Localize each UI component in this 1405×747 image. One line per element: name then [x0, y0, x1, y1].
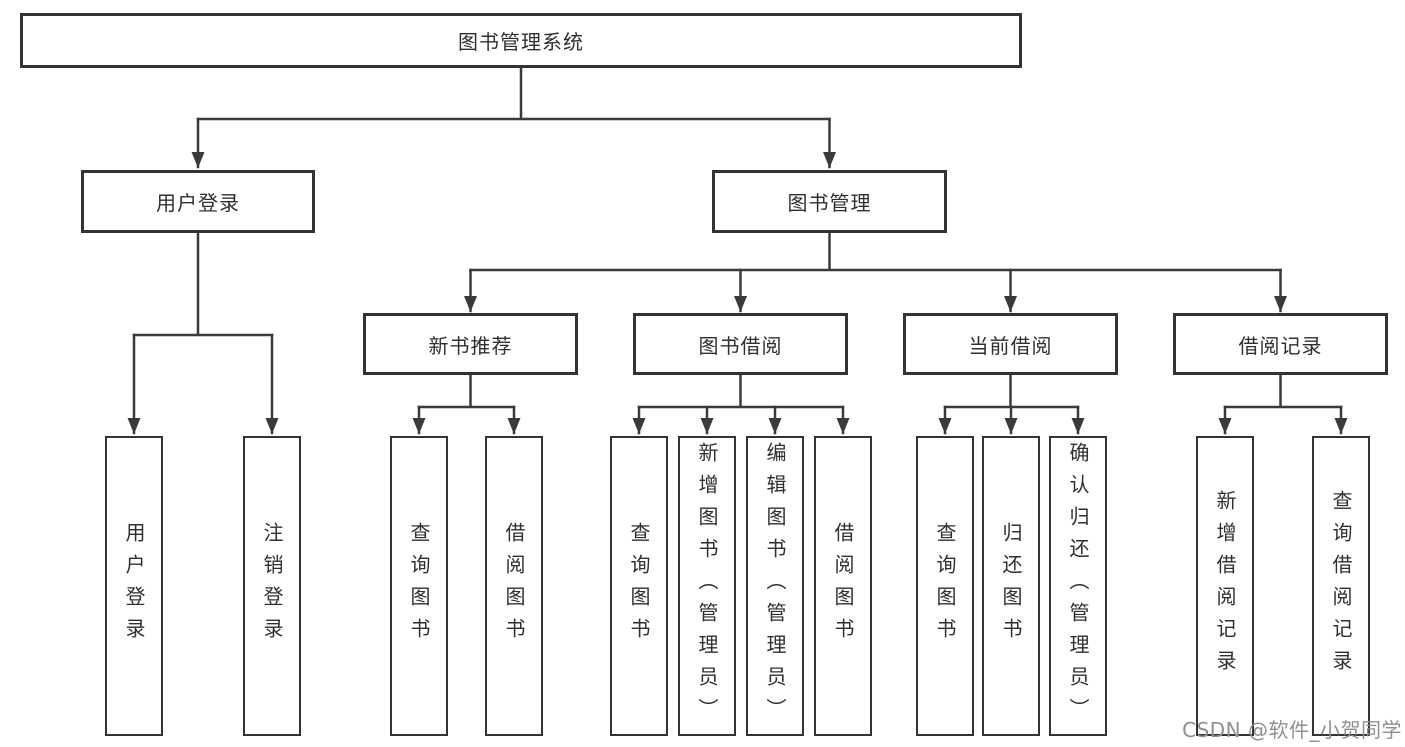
leaf-borrow-books-borrowing-label: 借阅图书 [831, 522, 855, 650]
leaf-edit-book-admin: 编辑图书（管理员） [746, 436, 804, 736]
node-user-login: 用户登录 [81, 170, 315, 233]
leaf-query-borrow-record-label: 查询借阅记录 [1329, 490, 1353, 682]
leaf-confirm-return-admin-label: 确认归还（管理员） [1066, 442, 1090, 730]
node-current-borrowing: 当前借阅 [903, 313, 1118, 375]
leaf-query-books-borrowing-label: 查询图书 [627, 522, 651, 650]
node-new-book-recommendation-label: 新书推荐 [428, 333, 513, 358]
node-book-management: 图书管理 [712, 170, 947, 233]
node-library-system: 图书管理系统 [20, 13, 1022, 68]
node-new-book-recommendation: 新书推荐 [363, 313, 578, 375]
node-library-system-label: 图书管理系统 [458, 30, 584, 54]
node-borrowing-records: 借阅记录 [1173, 313, 1388, 375]
leaf-user-login: 用户登录 [105, 436, 163, 736]
leaf-query-books-current-label: 查询图书 [933, 522, 957, 650]
leaf-confirm-return-admin: 确认归还（管理员） [1049, 436, 1107, 736]
leaf-add-book-admin-label: 新增图书（管理员） [695, 442, 719, 730]
leaf-borrow-books-recommendation-label: 借阅图书 [502, 522, 526, 650]
leaf-edit-book-admin-label: 编辑图书（管理员） [763, 442, 787, 730]
leaf-query-books-borrowing: 查询图书 [610, 436, 668, 736]
watermark: CSDN @软件_小贺同学 [1182, 718, 1402, 742]
node-book-borrowing: 图书借阅 [633, 313, 848, 375]
leaf-return-books: 归还图书 [982, 436, 1040, 736]
leaf-return-books-label: 归还图书 [999, 522, 1023, 650]
leaf-borrow-books-recommendation: 借阅图书 [485, 436, 543, 736]
leaf-user-login-label: 用户登录 [122, 522, 146, 650]
leaf-query-books-recommendation-label: 查询图书 [407, 522, 431, 650]
leaf-logout: 注销登录 [243, 436, 301, 736]
leaf-query-borrow-record: 查询借阅记录 [1312, 436, 1370, 736]
leaf-query-books-recommendation: 查询图书 [390, 436, 448, 736]
node-book-management-label: 图书管理 [787, 191, 872, 215]
leaf-add-borrow-record: 新增借阅记录 [1196, 436, 1254, 736]
leaf-query-books-current: 查询图书 [916, 436, 974, 736]
node-user-login-label: 用户登录 [156, 191, 240, 215]
leaf-add-book-admin: 新增图书（管理员） [678, 436, 736, 736]
leaf-borrow-books-borrowing: 借阅图书 [814, 436, 872, 736]
node-borrowing-records-label: 借阅记录 [1238, 333, 1323, 358]
node-book-borrowing-label: 图书借阅 [698, 333, 783, 358]
leaf-add-borrow-record-label: 新增借阅记录 [1213, 490, 1237, 682]
node-current-borrowing-label: 当前借阅 [968, 333, 1053, 358]
leaf-logout-label: 注销登录 [260, 522, 284, 650]
